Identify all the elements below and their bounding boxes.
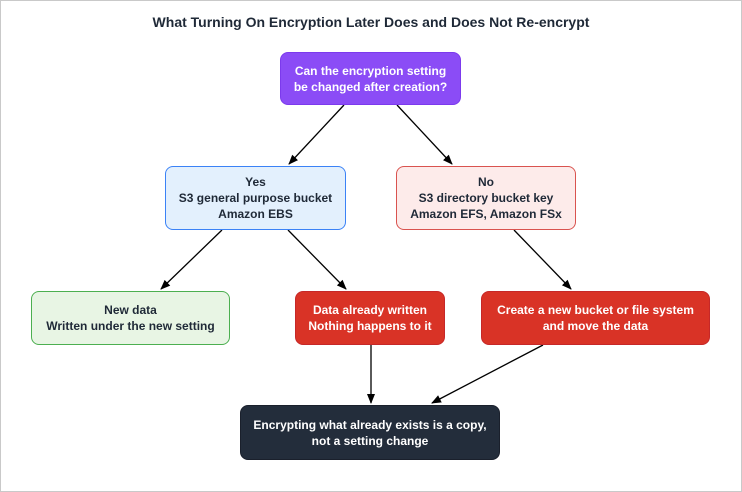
node-text-line: Yes xyxy=(245,175,266,189)
node-text-line: S3 general purpose bucket xyxy=(178,191,333,205)
node-text-line: Nothing happens to it xyxy=(308,319,432,333)
node-text-line: not a setting change xyxy=(311,433,429,448)
edge-no-to-move xyxy=(513,229,572,290)
node-no-branch: No S3 directory bucket key Amazon EFS, A… xyxy=(396,166,576,230)
node-text-line: Data already written xyxy=(312,303,428,317)
edge-root-to-yes xyxy=(288,104,345,165)
diagram-title: What Turning On Encryption Later Does an… xyxy=(152,14,590,30)
node-text-line: Create a new bucket or file system xyxy=(497,303,694,317)
node-new-data: New data Written under the new setting xyxy=(31,291,230,345)
edge-move-to-end xyxy=(431,344,544,404)
node-create-new-and-move: Create a new bucket or file system and m… xyxy=(481,291,710,345)
node-yes-branch: Yes S3 general purpose bucket Amazon EBS xyxy=(165,166,346,230)
node-text-line: S3 directory bucket key xyxy=(418,191,554,205)
node-text-line: Encrypting what already exists is a copy… xyxy=(253,417,487,432)
edge-root-to-no xyxy=(396,104,453,165)
node-data-already-written: Data already written Nothing happens to … xyxy=(295,291,445,345)
node-text-line: New data xyxy=(104,303,157,317)
node-text-line: Can the encryption setting xyxy=(294,63,447,78)
node-conclusion: Encrypting what already exists is a copy… xyxy=(240,405,500,460)
node-text-line: Amazon EFS, Amazon FSx xyxy=(410,207,562,221)
node-text-line: Written under the new setting xyxy=(46,319,215,333)
node-text-line: be changed after creation? xyxy=(293,79,448,94)
edge-yes-to-new-data xyxy=(160,229,223,290)
node-text-line: No xyxy=(478,175,494,189)
node-text-line: and move the data xyxy=(542,319,649,333)
decision-node-encryption-changeable: Can the encryption setting be changed af… xyxy=(280,52,461,105)
edge-yes-to-old-data xyxy=(287,229,347,290)
node-text-line: Amazon EBS xyxy=(218,207,293,221)
